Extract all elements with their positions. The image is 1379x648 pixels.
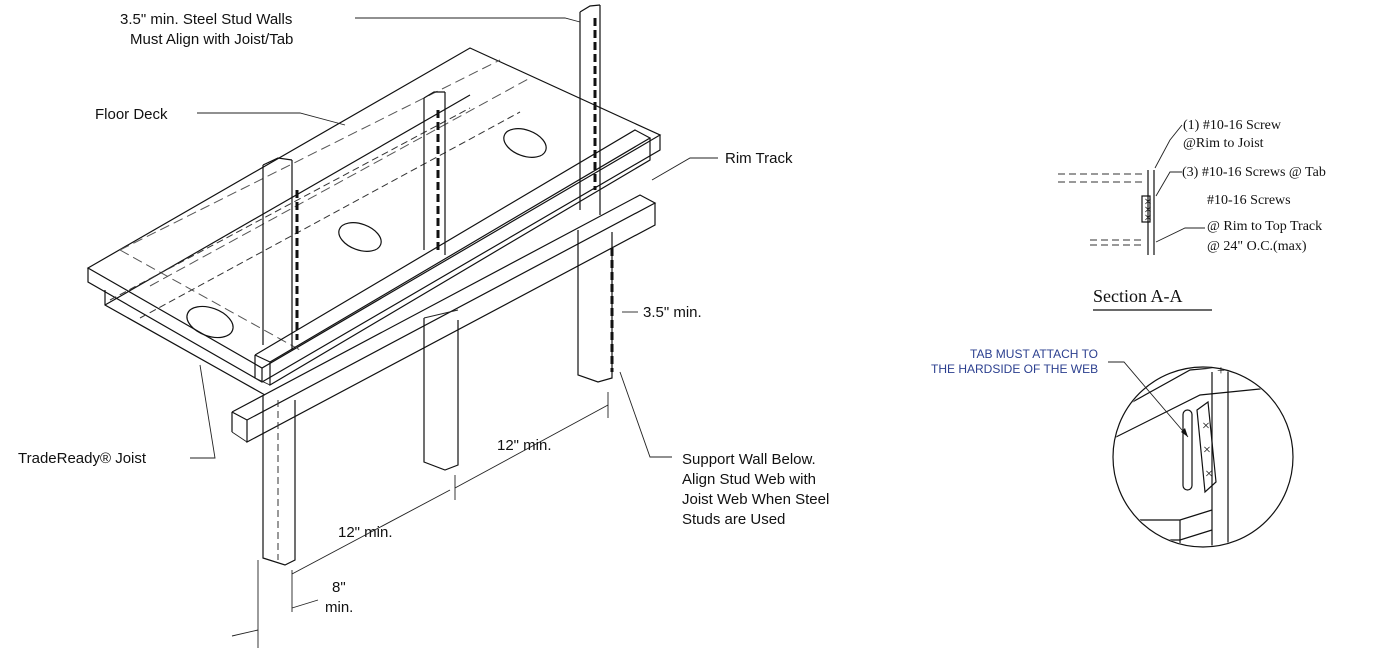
- label-stud-walls-line2: Must Align with Joist/Tab: [130, 31, 293, 48]
- section-screws-rim-line1: #10-16 Screws: [1207, 193, 1291, 208]
- svg-text:×: ×: [1144, 211, 1152, 226]
- section-screws-rim-line2: @ Rim to Top Track: [1207, 219, 1322, 234]
- svg-text:×: ×: [1202, 419, 1210, 434]
- section-screw1-line1: (1) #10-16 Screw: [1183, 118, 1282, 133]
- section-screw3: (3) #10-16 Screws @ Tab: [1182, 165, 1326, 180]
- diagram-labels: 3.5" min. Steel Stud Walls Must Align wi…: [18, 11, 829, 616]
- label-floor-deck: Floor Deck: [95, 106, 168, 123]
- svg-text:×: ×: [1205, 467, 1213, 482]
- label-dim-12-min-left: 12" min.: [338, 524, 393, 541]
- label-tradeready-joist: TradeReady® Joist: [18, 450, 147, 467]
- floor-deck: [86, 47, 662, 383]
- label-support-line2: Align Stud Web with: [682, 471, 816, 488]
- tab-detail: × × × + TAB MUST ATTACH TO THE HARDSIDE …: [931, 347, 1294, 548]
- lower-studs: [262, 230, 614, 566]
- label-stud-walls-line1: 3.5" min. Steel Stud Walls: [120, 11, 292, 28]
- section-a-a: × × × (1) #10-16 Screw @Rim to Joist (3)…: [1058, 118, 1326, 311]
- label-dim-8-line2: min.: [325, 599, 353, 616]
- joists: [104, 94, 547, 396]
- rim-track: [231, 129, 657, 443]
- leader-lines: [190, 17, 718, 459]
- label-rim-track: Rim Track: [725, 150, 793, 167]
- label-support-line1: Support Wall Below.: [682, 451, 816, 468]
- label-dim-35-min: 3.5" min.: [643, 304, 702, 321]
- label-dim-8-line1: 8": [332, 579, 346, 596]
- section-screw1-line2: @Rim to Joist: [1183, 136, 1264, 151]
- section-screws-rim-line3: @ 24" O.C.(max): [1207, 239, 1307, 254]
- upper-studs: [262, 4, 601, 350]
- svg-text:×: ×: [1144, 203, 1152, 218]
- svg-text:×: ×: [1144, 195, 1152, 210]
- tab-note-line1: TAB MUST ATTACH TO: [970, 347, 1098, 361]
- label-support-line3: Joist Web When Steel: [682, 491, 829, 508]
- svg-text:+: +: [1217, 364, 1225, 379]
- label-support-line4: Studs are Used: [682, 511, 785, 528]
- tab-note-line2: THE HARDSIDE OF THE WEB: [931, 362, 1098, 376]
- section-title: Section A-A: [1093, 286, 1183, 306]
- dimension-lines: [231, 392, 609, 648]
- label-dim-12-min-right: 12" min.: [497, 437, 552, 454]
- svg-text:×: ×: [1203, 443, 1211, 458]
